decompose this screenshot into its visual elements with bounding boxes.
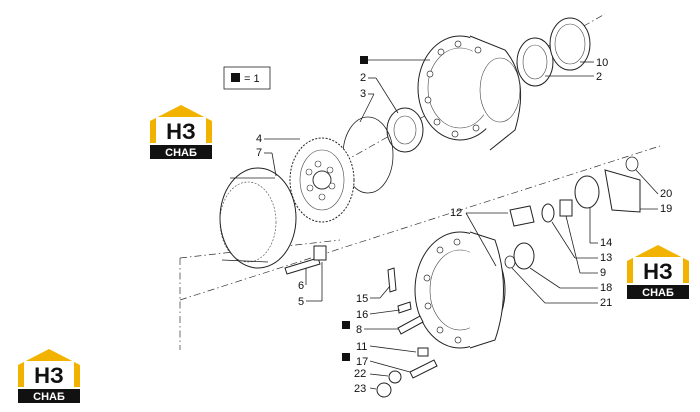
- gear-carrier: [289, 137, 355, 223]
- pin-5: [313, 245, 327, 261]
- legend-marker-8: [342, 321, 350, 329]
- callout-5: 5: [298, 296, 304, 308]
- washer-13: [541, 203, 555, 223]
- svg-text:СНАБ: СНАБ: [165, 147, 197, 159]
- circlip-21: [504, 255, 516, 269]
- callout-15: 15: [356, 293, 368, 305]
- legend-marker-17: [342, 353, 350, 361]
- svg-text:СНАБ: СНАБ: [33, 391, 65, 403]
- screw-15: [387, 267, 397, 293]
- brand-logo-left: НЗ СНАБ: [150, 105, 212, 159]
- stud-17: [409, 359, 438, 379]
- callout-16: 16: [356, 309, 368, 321]
- callout-22: 22: [354, 368, 366, 380]
- callout-12: 12: [450, 207, 462, 219]
- callout-2-left: 2: [360, 72, 366, 84]
- needle-bearing-9: [559, 199, 573, 217]
- legend-box: [223, 66, 271, 90]
- legend-text: = 1: [244, 73, 260, 85]
- nut-11: [417, 347, 429, 357]
- svg-text:НЗ: НЗ: [166, 119, 196, 144]
- legend-marker-housing: [360, 56, 368, 64]
- callout-7: 7: [256, 147, 262, 159]
- stud-8: [397, 315, 424, 335]
- callout-10: 10: [596, 57, 608, 69]
- pin-16: [397, 301, 412, 314]
- callout-18: 18: [600, 282, 612, 294]
- callout-14: 14: [600, 237, 612, 249]
- o-ring-20: [625, 156, 639, 172]
- frame-line-top: [179, 239, 341, 259]
- plate-19: [604, 169, 641, 213]
- callout-4: 4: [256, 133, 262, 145]
- hub-housing: [417, 35, 522, 151]
- planet-gear-14: [574, 175, 600, 209]
- callout-3: 3: [360, 88, 366, 100]
- svg-text:НЗ: НЗ: [34, 363, 64, 388]
- svg-text:СНАБ: СНАБ: [642, 287, 674, 299]
- legend-square-icon: [231, 73, 240, 82]
- nut-23: [376, 382, 392, 398]
- callout-6: 6: [298, 280, 304, 292]
- bolt-6: [284, 257, 321, 275]
- callout-11: 11: [356, 341, 367, 353]
- callout-17: 17: [356, 356, 368, 368]
- callout-9: 9: [600, 267, 606, 279]
- callout-20: 20: [660, 188, 672, 200]
- ring-gear: [219, 167, 297, 269]
- callout-2-right: 2: [596, 71, 602, 83]
- callout-19: 19: [660, 203, 672, 215]
- svg-text:НЗ: НЗ: [643, 259, 673, 284]
- callout-8: 8: [356, 324, 362, 336]
- seal-ring: [549, 17, 591, 71]
- output-flange: [414, 231, 506, 349]
- callout-23: 23: [354, 383, 366, 395]
- brand-logo-right: НЗ СНАБ: [627, 245, 689, 299]
- bearing-cone: [516, 37, 554, 87]
- bushing-12: [509, 205, 535, 227]
- callout-13: 13: [600, 252, 612, 264]
- callout-21: 21: [600, 297, 612, 309]
- callouts: 2 3 4 7 6 5 10 2 20 19 14 13 9 18 21 12 …: [256, 56, 672, 395]
- brand-logo-bottom: НЗ СНАБ: [18, 349, 80, 403]
- sun-gear-18: [513, 242, 535, 270]
- washer-22: [388, 370, 402, 384]
- axis-line-lower: [179, 145, 661, 301]
